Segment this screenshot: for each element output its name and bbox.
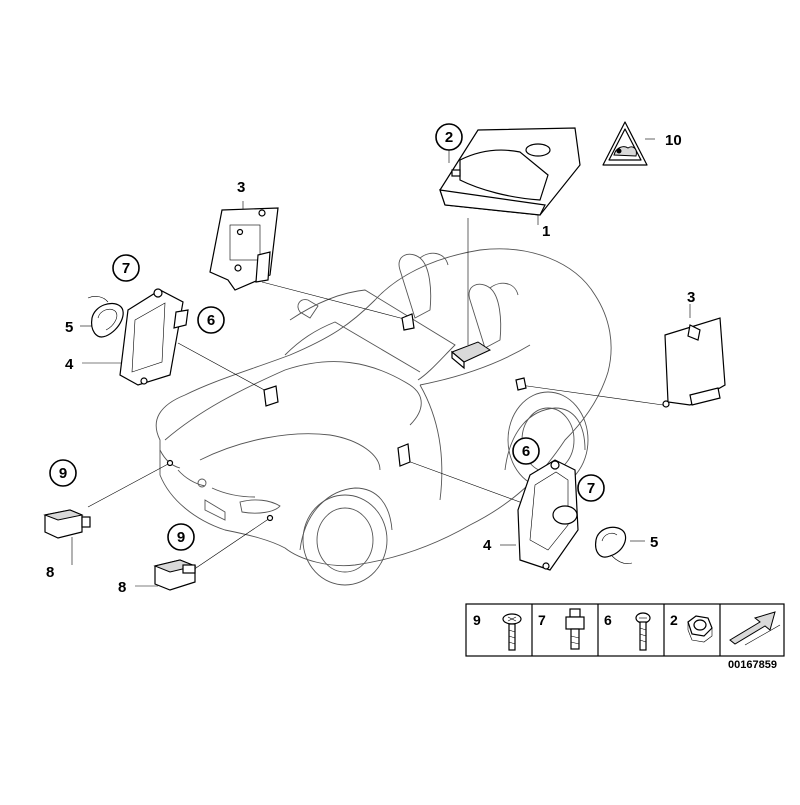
legend-item-2: 2 (670, 612, 678, 628)
connector-left (43, 509, 91, 539)
callout-3-right: 3 (687, 289, 695, 306)
screw-9-icon (502, 613, 522, 651)
fastener-legend: 9 7 6 2 (465, 603, 785, 671)
callout-7-right: 7 (587, 480, 595, 497)
callout-8-bottom: 8 (118, 579, 126, 596)
legend-item-7: 7 (538, 612, 546, 628)
airbag-warning-label (602, 121, 648, 166)
callout-labels: 2 10 1 3 3 7 6 5 4 9 8 9 8 6 7 4 5 (46, 123, 695, 596)
side-sensor-right (517, 459, 579, 571)
callout-9-bottom: 9 (177, 529, 185, 546)
callout-6-right: 6 (522, 443, 530, 460)
callout-1: 1 (542, 223, 550, 240)
airbag-control-module (439, 127, 581, 216)
legend-item-9: 9 (473, 612, 481, 628)
screw-6-icon (635, 612, 651, 651)
bolt-7-icon (565, 608, 585, 650)
callout-3-left: 3 (237, 179, 245, 196)
callout-10: 10 (665, 132, 682, 149)
callout-6-left: 6 (207, 312, 215, 329)
callout-4-right: 4 (483, 537, 492, 554)
callout-2: 2 (445, 129, 453, 146)
mounting-bracket-right (662, 317, 726, 408)
mounting-bracket-left (209, 207, 279, 291)
callout-5-left: 5 (65, 319, 73, 336)
callout-7-left: 7 (122, 260, 130, 277)
side-sensor-left (119, 288, 189, 386)
callout-5-right: 5 (650, 534, 658, 551)
callout-4-left: 4 (65, 356, 74, 373)
drawing-reference-number: 00167859 (728, 659, 777, 671)
connector-bottom (153, 559, 197, 591)
nut-2-icon (687, 615, 713, 643)
seat-sensor-module (451, 341, 492, 370)
sensor-marks-on-car (166, 313, 527, 522)
legend-item-6: 6 (604, 612, 612, 628)
gasket-left (87, 296, 124, 338)
gasket-right (595, 526, 633, 564)
callout-9-left: 9 (59, 465, 67, 482)
car-outline (155, 248, 612, 586)
callout-8-left: 8 (46, 564, 54, 581)
arrow-direction-icon (729, 611, 781, 646)
